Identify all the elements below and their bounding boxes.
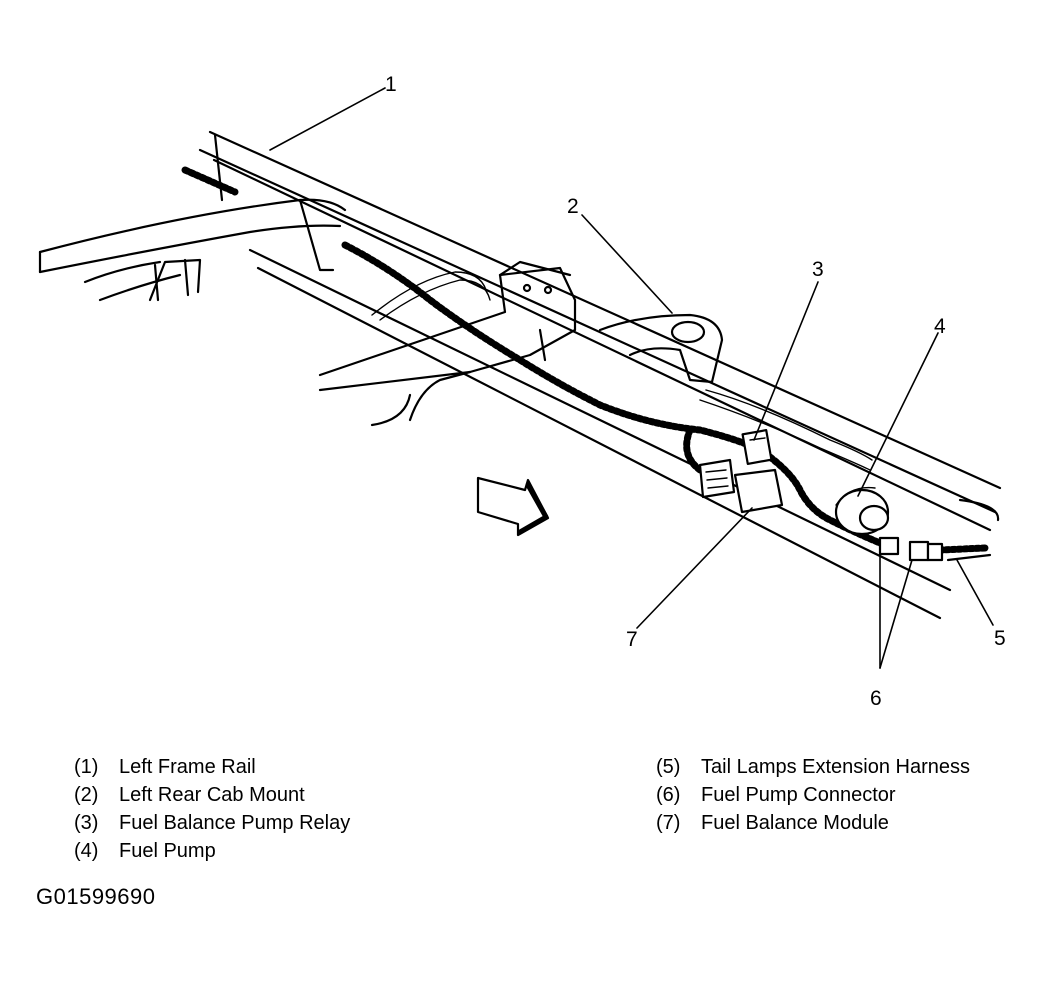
legend-label: Left Frame Rail	[119, 756, 256, 778]
rear-cab-mount	[318, 260, 724, 427]
legend-number: (4)	[74, 840, 99, 862]
callout-1: 1	[385, 73, 397, 96]
legend-item: (7) Fuel Balance Module	[656, 809, 970, 837]
legend-label: Fuel Balance Module	[701, 812, 889, 834]
harness-edge	[371, 271, 873, 471]
leader-line-4	[857, 332, 939, 497]
direction-arrow	[476, 476, 550, 537]
legend-left: (1) Left Frame Rail (2) Left Rear Cab Mo…	[74, 753, 350, 865]
legend-number: (7)	[656, 812, 681, 834]
frame-rail-illustration	[38, 87, 1002, 669]
legend-label: Fuel Pump	[119, 840, 216, 862]
leader-line-3	[753, 281, 819, 441]
fuel-balance-pump-relay	[741, 429, 773, 465]
legend-item: (5) Tail Lamps Extension Harness	[656, 753, 970, 781]
fuel-pump-connector	[878, 536, 944, 562]
legend-right: (5) Tail Lamps Extension Harness (6) Fue…	[656, 753, 970, 837]
legend-number: (2)	[74, 784, 99, 806]
callout-3: 3	[812, 258, 824, 281]
callout-6: 6	[870, 687, 882, 710]
legend-number: (5)	[656, 756, 681, 778]
legend-item: (1) Left Frame Rail	[74, 753, 350, 781]
legend-number: (1)	[74, 756, 99, 778]
leader-line-5	[956, 559, 994, 626]
legend-item: (4) Fuel Pump	[74, 837, 350, 865]
callout-5: 5	[994, 627, 1006, 650]
leader-line-1	[269, 87, 386, 151]
legend-item: (2) Left Rear Cab Mount	[74, 781, 350, 809]
legend-label: Left Rear Cab Mount	[119, 784, 305, 806]
callout-4: 4	[934, 315, 946, 338]
legend-label: Fuel Pump Connector	[701, 784, 896, 806]
legend-item: (3) Fuel Balance Pump Relay	[74, 809, 350, 837]
leader-line-7	[636, 507, 753, 629]
fuel-balance-module	[698, 458, 784, 514]
left-frame-rail	[198, 130, 1002, 620]
figure-id: G01599690	[36, 884, 156, 909]
legend-number: (3)	[74, 812, 99, 834]
legend-label: Fuel Balance Pump Relay	[119, 812, 351, 834]
leader-lines	[269, 87, 994, 669]
cross-member	[38, 133, 347, 302]
leader-line-6b	[879, 559, 913, 669]
callout-2: 2	[567, 195, 579, 218]
legend-item: (6) Fuel Pump Connector	[656, 781, 970, 809]
callout-7: 7	[626, 628, 638, 651]
legend-number: (6)	[656, 784, 681, 806]
leader-line-2	[581, 214, 673, 314]
fuel-pump	[834, 486, 890, 536]
legend-label: Tail Lamps Extension Harness	[701, 756, 971, 778]
